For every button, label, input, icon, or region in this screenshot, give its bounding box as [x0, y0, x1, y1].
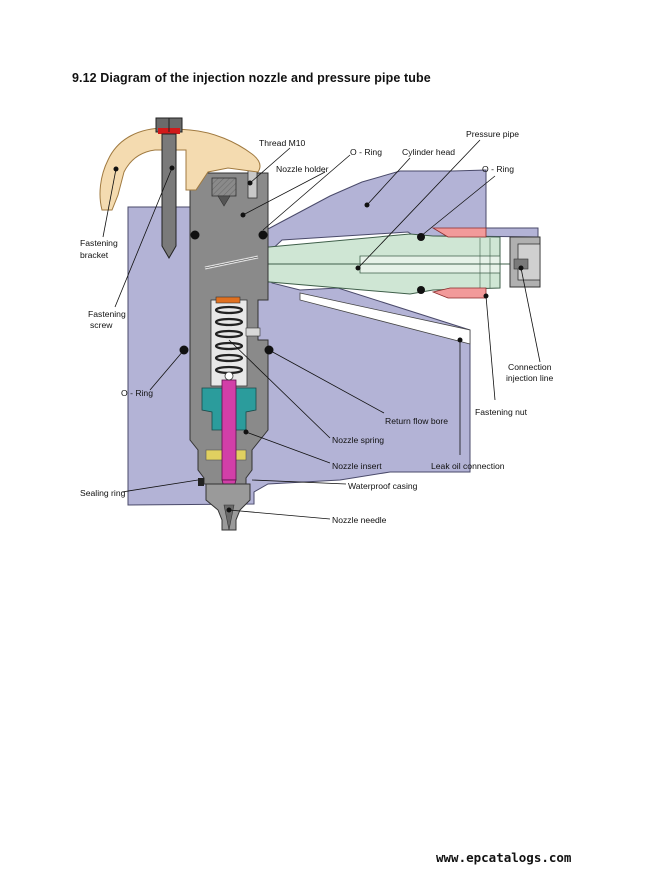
label-nozzle-spring: Nozzle spring: [332, 435, 384, 445]
label-o-ring-right: O - Ring: [482, 164, 514, 174]
label-return-flow-bore: Return flow bore: [385, 416, 448, 426]
label-fastening-screw-line2: screw: [90, 320, 113, 330]
pressure-pipe: [257, 233, 520, 295]
fastening-screw: [155, 117, 183, 259]
label-fastening-screw-line1: Fastening: [88, 309, 126, 319]
label-waterproof-casing: Waterproof casing: [348, 481, 418, 491]
leader-dots: [113, 165, 524, 513]
label-cylinder-head: Cylinder head: [402, 147, 455, 157]
label-connection-line1: Connection: [508, 362, 552, 372]
sealing-ring: [198, 478, 204, 486]
label-fastening-nut: Fastening nut: [475, 407, 528, 417]
label-nozzle-holder: Nozzle holder: [276, 164, 329, 174]
footer-url: www.epcatalogs.com: [436, 850, 572, 865]
label-fastening-bracket-line1: Fastening: [80, 238, 118, 248]
label-pressure-pipe: Pressure pipe: [466, 129, 519, 139]
label-nozzle-needle: Nozzle needle: [332, 515, 387, 525]
label-connection-line2: injection line: [506, 373, 554, 383]
nozzle-spring: [214, 305, 244, 375]
return-flow-bore: [245, 327, 261, 337]
waterproof-casing: [205, 483, 251, 531]
label-o-ring-top: O - Ring: [350, 147, 382, 157]
label-fastening-bracket-line2: bracket: [80, 250, 109, 260]
o-ring-holder-left: [190, 230, 200, 240]
o-ring-pipe-top: [417, 233, 425, 241]
label-sealing-ring: Sealing ring: [80, 488, 126, 498]
label-nozzle-insert: Nozzle insert: [332, 461, 382, 471]
connection-injection-line: [509, 236, 541, 288]
o-ring-pipe-bottom: [417, 286, 425, 294]
leader-lines: [102, 139, 541, 520]
label-thread-m10: Thread M10: [259, 138, 306, 148]
o-ring-holder-right: [258, 230, 268, 240]
label-o-ring-left: O - Ring: [121, 388, 153, 398]
label-leak-oil-connection: Leak oil connection: [431, 461, 505, 471]
fastening-nut: [431, 227, 487, 299]
page-title: 9.12 Diagram of the injection nozzle and…: [72, 71, 431, 85]
